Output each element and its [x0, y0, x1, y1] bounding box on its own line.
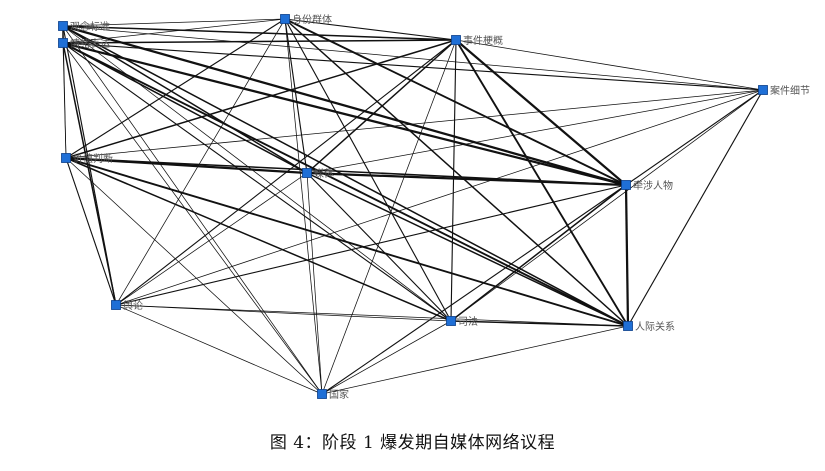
edge-shenfen-jiazhi: [65, 18, 286, 159]
node-marker: [302, 168, 312, 178]
node-yulun: 舆论: [111, 299, 143, 312]
edge-guannian-shenfen: [62, 18, 286, 27]
edge-shijian-sifa: [450, 39, 457, 322]
edge-jiazhi-renji: [65, 157, 629, 327]
edge-guannian-renji: [62, 25, 629, 327]
edge-anjian-yulun: [115, 89, 764, 306]
edge-qingxu-shenfen: [62, 18, 286, 44]
edge-shijian-anjian: [455, 39, 764, 91]
edge-guannian-meiti: [62, 25, 308, 174]
node-marker: [317, 389, 327, 399]
edge-qingxu-jiazhi: [62, 42, 67, 159]
node-label: 身份群体: [292, 13, 332, 26]
edge-yulun-renji: [115, 304, 629, 327]
edge-jiazhi-yulun: [65, 157, 117, 306]
edge-meiti-yulun: [115, 172, 308, 306]
node-guannian: 观念标准: [58, 20, 110, 33]
edge-shenfen-renji: [284, 18, 629, 327]
node-shenfen: 身份群体: [280, 13, 332, 26]
node-marker: [446, 316, 456, 326]
node-label: 案件细节: [770, 84, 810, 97]
edge-jiazhi-guojia: [65, 157, 323, 395]
edge-shenfen-yulun: [115, 18, 286, 306]
node-marker: [280, 14, 290, 24]
node-marker: [621, 180, 631, 190]
node-label: 人际关系: [635, 320, 675, 333]
edge-shijian-guojia: [321, 39, 457, 395]
edge-guannian-shijian: [62, 25, 457, 41]
node-marker: [758, 85, 768, 95]
node-label: 价值判断: [73, 152, 113, 165]
node-qianshe: 牵涉人物: [621, 179, 673, 192]
node-label: 情绪表达: [70, 37, 110, 50]
edge-shijian-meiti: [306, 39, 457, 174]
node-guojia: 国家: [317, 388, 349, 401]
node-renji: 人际关系: [623, 320, 675, 333]
edge-renji-guojia: [321, 325, 629, 395]
edge-guannian-anjian: [62, 25, 764, 91]
edge-qianshe-sifa: [450, 184, 627, 322]
node-marker: [623, 321, 633, 331]
edge-qingxu-sifa: [62, 42, 452, 322]
node-marker: [451, 35, 461, 45]
edge-anjian-meiti: [306, 89, 764, 174]
edge-meiti-guojia: [306, 172, 323, 395]
edge-shijian-renji: [455, 39, 629, 327]
node-label: 司法: [458, 315, 478, 328]
node-label: 事件梗概: [463, 34, 503, 47]
edge-guannian-guojia: [62, 25, 323, 395]
node-qingxu: 情绪表达: [58, 37, 110, 50]
edge-qianshe-renji: [624, 184, 630, 327]
edge-qingxu-guojia: [62, 42, 323, 395]
edge-shijian-jiazhi: [65, 39, 457, 159]
node-anjian: 案件细节: [758, 84, 810, 97]
edge-qingxu-meiti: [62, 42, 308, 174]
node-label: 媒体: [314, 168, 334, 180]
node-label: 牵涉人物: [633, 179, 673, 192]
edge-layer: [62, 18, 764, 395]
edge-anjian-sifa: [450, 89, 764, 322]
edge-yulun-guojia: [115, 304, 323, 395]
edge-shenfen-guojia: [284, 18, 323, 395]
edge-shenfen-shijian: [284, 18, 457, 41]
edge-sifa-renji: [450, 320, 629, 327]
edge-anjian-qianshe: [625, 89, 764, 186]
edge-guannian-qianshe: [62, 24, 627, 187]
node-shijian: 事件梗概: [451, 34, 503, 47]
edge-anjian-jiazhi: [65, 89, 764, 159]
node-meiti: 媒体: [302, 168, 334, 180]
node-label: 观念标准: [70, 20, 110, 33]
edge-qingxu-renji: [62, 42, 629, 327]
edge-meiti-qianshe: [306, 171, 627, 187]
edge-meiti-sifa: [306, 172, 452, 322]
node-marker: [58, 38, 68, 48]
node-label: 舆论: [123, 299, 143, 312]
figure-caption: 图 4：阶段 1 爆发期自媒体网络议程: [269, 433, 556, 453]
edge-sifa-guojia: [321, 320, 452, 395]
node-label: 国家: [329, 388, 349, 401]
edge-anjian-renji: [627, 89, 764, 327]
edge-qingxu-anjian: [62, 42, 764, 91]
edge-qianshe-yulun: [115, 184, 627, 306]
edge-shenfen-qianshe: [284, 18, 627, 186]
node-sifa: 司法: [446, 315, 478, 328]
node-marker: [111, 300, 121, 310]
edge-qianshe-guojia: [321, 184, 627, 395]
node-marker: [61, 153, 71, 163]
node-marker: [58, 21, 68, 31]
edge-qingxu-shijian: [62, 39, 457, 44]
edge-qingxu-yulun: [62, 42, 117, 306]
edge-meiti-renji: [306, 172, 629, 327]
edge-yulun-sifa: [115, 304, 452, 322]
edge-jiazhi-sifa: [65, 157, 452, 322]
edge-shijian-qianshe: [455, 39, 627, 186]
edge-shenfen-sifa: [284, 18, 452, 322]
edge-shenfen-meiti: [284, 18, 308, 174]
edge-qingxu-qianshe: [62, 41, 627, 187]
node-jiazhi: 价值判断: [61, 152, 113, 165]
